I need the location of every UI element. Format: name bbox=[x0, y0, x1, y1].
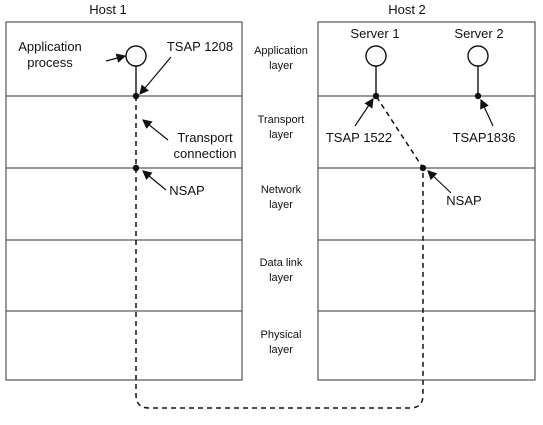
tsap-1836-arrow bbox=[480, 98, 494, 127]
data-link-layer-label-line-1: Data link bbox=[260, 257, 303, 269]
physical-layer-label-line-1: Physical bbox=[261, 329, 302, 341]
tsap-1836-point bbox=[474, 92, 482, 100]
nsap-right-arrow bbox=[427, 170, 452, 194]
tsap-1522-label: TSAP 1522 bbox=[326, 130, 392, 145]
transport-connection-path bbox=[135, 95, 424, 409]
server-1-label: Server 1 bbox=[350, 26, 399, 41]
nsap-right-label: NSAP bbox=[446, 193, 481, 208]
application-process-label-line-1: Application bbox=[18, 39, 82, 54]
server-2-icon bbox=[467, 45, 489, 67]
nsap-left-label: NSAP bbox=[169, 183, 204, 198]
tsap-1522-arrow bbox=[354, 98, 374, 127]
host-1-box bbox=[5, 21, 243, 381]
nsap-left-arrow bbox=[142, 170, 167, 191]
transport-connection-label-line-1: Transport bbox=[177, 130, 233, 145]
physical-layer-label-line-2: layer bbox=[269, 344, 293, 356]
transport-layer-label-line-1: Transport bbox=[258, 114, 305, 126]
application-process-arrow bbox=[105, 53, 127, 63]
tsap-1208-arrow bbox=[139, 56, 172, 95]
transport-layer-label-line-2: layer bbox=[269, 129, 293, 141]
data-link-layer-label-line-2: layer bbox=[269, 272, 293, 284]
application-process-icon bbox=[125, 45, 147, 67]
application-layer-label-line-2: layer bbox=[269, 60, 293, 72]
transport-connection-label-line-2: connection bbox=[174, 146, 237, 161]
host-1-title: Host 1 bbox=[89, 2, 127, 17]
host-2-title: Host 2 bbox=[388, 2, 426, 17]
tsap-1208-label: TSAP 1208 bbox=[167, 39, 233, 54]
application-process-label-line-2: process bbox=[27, 55, 73, 70]
network-layer-label-line-2: layer bbox=[269, 199, 293, 211]
transport-connection-arrow bbox=[142, 119, 169, 141]
application-layer-label-line-1: Application bbox=[254, 45, 308, 57]
server-1-icon bbox=[365, 45, 387, 67]
tsap-1836-label: TSAP1836 bbox=[453, 130, 516, 145]
network-layer-label-line-1: Network bbox=[261, 184, 302, 196]
host-2-box bbox=[317, 21, 536, 381]
server-2-label: Server 2 bbox=[454, 26, 503, 41]
